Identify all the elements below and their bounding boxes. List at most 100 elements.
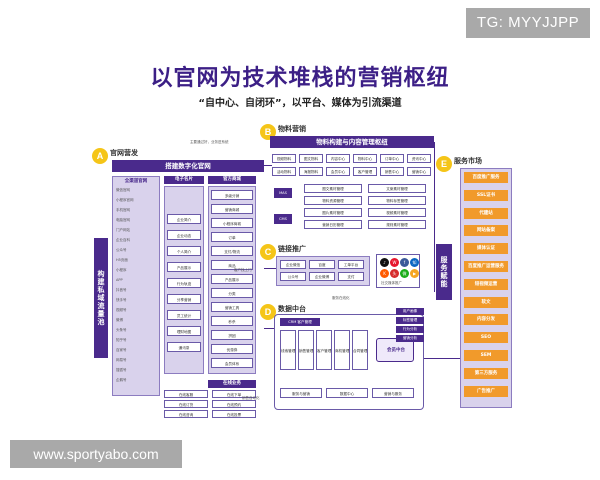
shop-item: 会员体系	[211, 358, 253, 368]
official-site-header: 搭建数字化官网	[112, 160, 264, 172]
ecard-item: 企业简介	[167, 214, 201, 224]
member-center: 会员中台	[376, 338, 414, 362]
channel-item: 企鹅号	[116, 378, 127, 382]
ecard-item: 理财地图	[167, 326, 201, 336]
section-a-title: 官网营发	[110, 149, 138, 157]
service-online-label: 服务在线化	[332, 296, 350, 300]
section-e-title: 服务市场	[454, 157, 482, 165]
material-grid-item: 视频素材管理	[368, 208, 426, 217]
facebook-icon: f	[400, 258, 409, 267]
channel-item: 快手号	[116, 298, 127, 302]
material-cms-label: CMS	[274, 214, 292, 224]
service-market-item: 百度推广运营服务	[464, 261, 508, 272]
online-business-item: 在线咨询	[164, 410, 208, 418]
ecard-item: 员工统计	[167, 310, 201, 320]
online-business-item: 在线订货	[164, 400, 208, 408]
channel-item: 抖音号	[116, 288, 127, 292]
service-market-item: 短视频运营	[464, 278, 508, 290]
section-d-badge: D	[260, 304, 276, 320]
material-row-1: 视频物料图文物料内容中心物料中心订单中心资讯中心	[272, 154, 432, 163]
service-market-item: 网站备案	[464, 225, 508, 237]
shop-item: 订单	[211, 232, 253, 242]
online-business-item: 在线下单	[212, 390, 256, 398]
connector	[424, 358, 460, 359]
column-all-channel-title: 全渠道官网	[124, 179, 148, 184]
link-item: 百度	[309, 260, 335, 269]
material-row1-item: 资讯中心	[407, 154, 431, 163]
online-business-title: 在线业务	[208, 380, 256, 388]
link-item: 企业微博	[309, 272, 335, 281]
online-business-item: 在线预约	[212, 400, 256, 408]
ecard-item: 产品展示	[167, 262, 201, 272]
toutiao-icon: 头	[390, 269, 399, 278]
data-column: 销售管理	[298, 330, 314, 370]
douyin-icon: ♪	[380, 258, 389, 267]
material-grid-item: 图文素材管理	[304, 184, 362, 193]
material-row1-item: 订单中心	[380, 154, 404, 163]
channel-item: APP	[116, 278, 123, 282]
data-columns: 线索管理销售管理客户管理商机管理合同管理	[280, 330, 368, 370]
social-panel: ♪ W f 知 K 头 微 ▶ 社交媒体推广	[376, 254, 420, 288]
channel-item: 公众号	[116, 248, 127, 252]
social-caption: 社交媒体推广	[381, 281, 402, 285]
ecard-item: 分享营销	[167, 294, 201, 304]
material-row2-item: 会员中心	[326, 167, 350, 176]
channel-item: 搜狐号	[116, 368, 127, 372]
watermark-tg: TG: MYYJJPP	[466, 8, 590, 38]
material-grid-item: 物料资源管理	[304, 196, 362, 205]
data-bottom: 服务与营销数据中心营销与服务	[280, 388, 414, 398]
data-bottom-item: 数据中心	[326, 388, 368, 398]
service-market-item: SEM	[464, 350, 508, 361]
channel-item: 小程序	[116, 268, 127, 272]
section-e-badge: E	[436, 156, 452, 172]
service-market-item: 广告推广	[464, 385, 508, 397]
material-row1-item: 图文物料	[299, 154, 323, 163]
material-row1-item: 内容中心	[326, 154, 350, 163]
page-title: 以官网为技术堆栈的营销枢纽	[150, 66, 450, 91]
material-row2-item: 销售中心	[380, 167, 404, 176]
material-grid-item: 文案素材管理	[368, 184, 426, 193]
data-column: 客户管理	[316, 330, 332, 370]
service-market-item: SSL证书	[464, 189, 508, 201]
data-column: 商机管理	[334, 330, 350, 370]
channel-item: 微博	[116, 318, 123, 322]
data-bottom-item: 服务与营销	[280, 388, 322, 398]
data-column: 线索管理	[280, 330, 296, 370]
online-business-item: 在线投票	[212, 410, 256, 418]
channel-item: 小程序官网	[116, 198, 134, 202]
online-business-item: 在线客服	[164, 390, 208, 398]
material-header: 物料构建与内容管理枢纽	[270, 136, 434, 148]
channel-item: 微信官网	[116, 188, 130, 192]
channel-item: 手机官网	[116, 208, 130, 212]
service-market-item: 百度推广服务	[464, 172, 508, 183]
material-row2-item: 活动物料	[272, 167, 296, 176]
data-column: 合同管理	[352, 330, 368, 370]
service-enable-label: 服务赋能	[436, 244, 452, 300]
material-mas-label: MAS	[274, 188, 292, 198]
page-subtitle: “自中心、自闭环”，以平台、媒体为引流渠道	[198, 98, 402, 109]
crm-label: CRM 客户管理	[280, 318, 320, 326]
shop-item: 支付/物流	[211, 246, 253, 256]
column-ecard-title: 电子名片	[164, 176, 204, 184]
shop-item: 产品展示	[211, 274, 253, 284]
private-traffic-label: 构建私域流量池	[94, 238, 108, 358]
channel-item: 视频号	[116, 308, 127, 312]
shop-item: 小程序商城	[211, 218, 253, 228]
connector	[264, 165, 272, 166]
link-item: 公众号	[280, 272, 306, 281]
member-center-label: 会员中台	[387, 348, 405, 353]
shop-item: 分类	[211, 288, 253, 298]
link-item: 工单平台	[338, 260, 364, 269]
customer-come-label: 客户找上门	[234, 268, 252, 272]
shop-item: 拼团	[211, 330, 253, 340]
shop-item: 多级分销	[211, 190, 253, 200]
service-market-item: 软文	[464, 296, 508, 308]
channel-item: 门户网站	[116, 228, 130, 232]
data-tag: 标签管理	[396, 317, 424, 324]
channel-item: 网易号	[116, 358, 127, 362]
material-grid-item: 规则素材管理	[368, 220, 426, 229]
service-market-item: 第三方服务	[464, 367, 508, 379]
wechat-icon: 微	[400, 269, 409, 278]
zhihu-icon: 知	[410, 258, 419, 267]
material-row2-item: 营销中心	[407, 167, 431, 176]
